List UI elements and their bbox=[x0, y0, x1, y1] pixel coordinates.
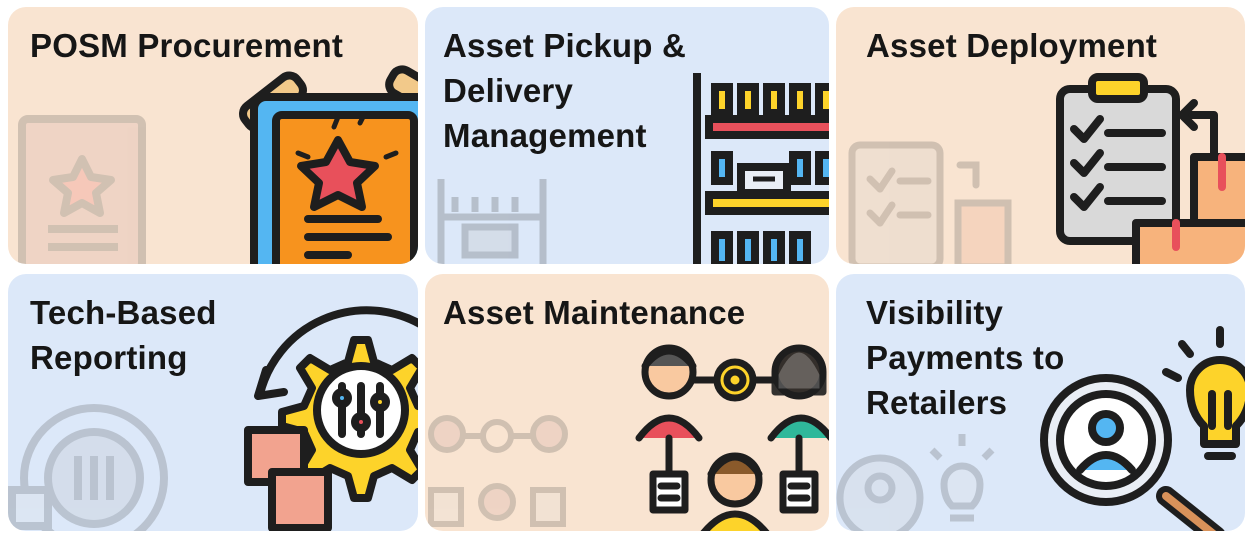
card-title: Asset Maintenance bbox=[443, 294, 746, 331]
card-title: Asset Pickup & Delivery Management bbox=[443, 27, 687, 154]
card-visibility-payments[interactable]: Visibility Payments to Retailers bbox=[836, 274, 1245, 531]
card-title: POSM Procurement bbox=[30, 27, 344, 64]
magnifier-bulb-icon bbox=[836, 326, 1245, 531]
team-network-icon bbox=[428, 344, 829, 531]
card-title: Asset Deployment bbox=[866, 27, 1158, 64]
card-asset-deployment[interactable]: Asset Deployment bbox=[836, 7, 1245, 264]
card-asset-pickup-delivery[interactable]: Asset Pickup & Delivery Management bbox=[425, 7, 829, 264]
gear-sliders-icon bbox=[8, 306, 418, 531]
card-posm-procurement[interactable]: POSM Procurement bbox=[8, 7, 418, 264]
warehouse-shelf-icon bbox=[437, 73, 829, 264]
card-tech-based-reporting[interactable]: Tech-Based Reporting bbox=[8, 274, 418, 531]
star-poster-icon bbox=[18, 65, 418, 264]
card-asset-maintenance[interactable]: Asset Maintenance bbox=[425, 274, 829, 531]
card-title: Visibility Payments to Retailers bbox=[866, 294, 1065, 421]
clipboard-boxes-icon bbox=[848, 73, 1245, 264]
card-title: Tech-Based Reporting bbox=[30, 294, 217, 376]
